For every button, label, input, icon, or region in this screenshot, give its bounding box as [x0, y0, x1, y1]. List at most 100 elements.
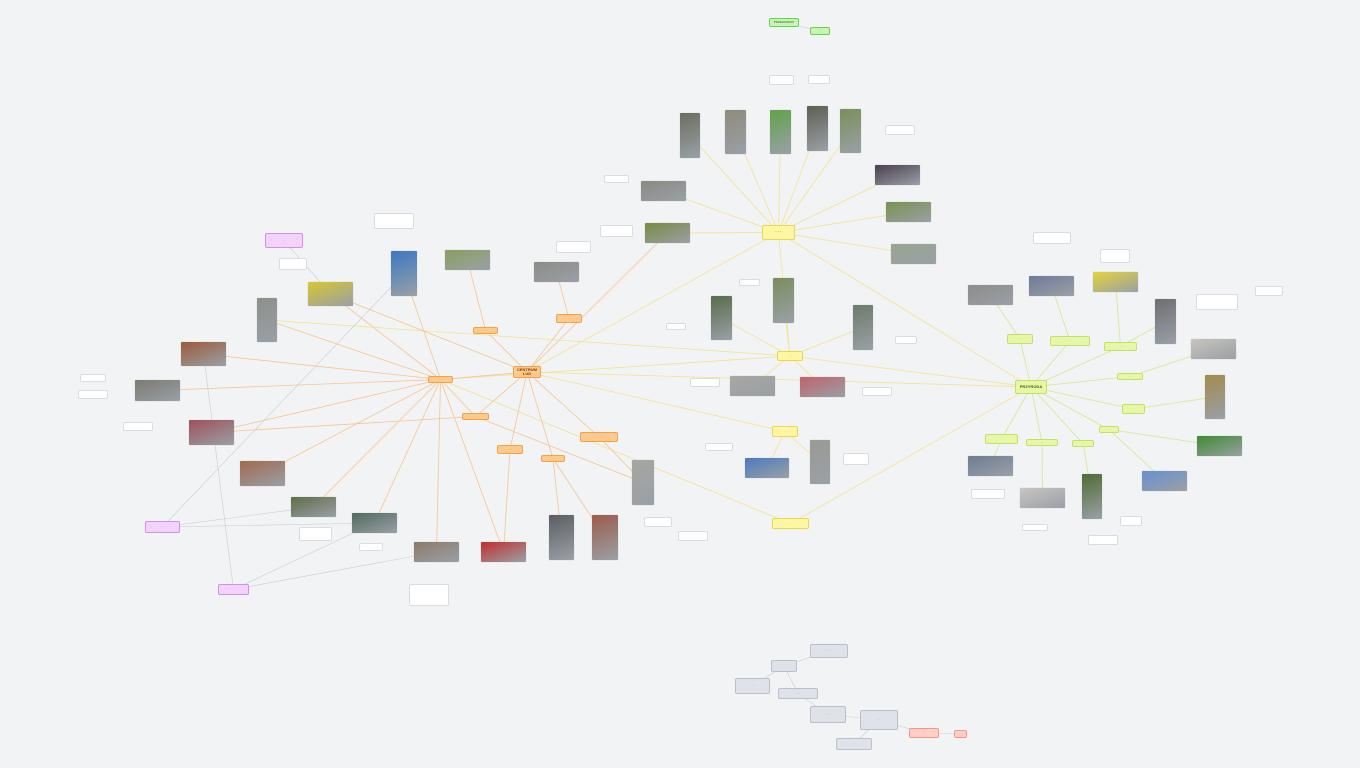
caption-note[interactable] — [1255, 286, 1283, 296]
orange-node[interactable]: · · · — [497, 445, 523, 454]
lime-node[interactable]: · · · — [1007, 334, 1033, 344]
caption-note[interactable] — [359, 543, 383, 551]
photo-card[interactable] — [1082, 474, 1102, 519]
caption-note[interactable] — [600, 225, 633, 237]
lime-node[interactable]: · · — [1072, 440, 1094, 447]
caption-note[interactable] — [769, 75, 794, 85]
photo-card[interactable] — [189, 420, 234, 445]
purple-node[interactable]: · · · — [218, 584, 249, 595]
photo-card[interactable] — [968, 285, 1013, 305]
photo-card[interactable] — [291, 497, 336, 517]
caption-note[interactable] — [123, 422, 153, 431]
gray-node[interactable]: · · · — [735, 678, 770, 694]
gray-node[interactable]: · · — [836, 738, 872, 750]
photo-card[interactable] — [968, 456, 1013, 476]
orange-node[interactable]: · · · — [541, 455, 565, 462]
red-node[interactable]: · — [954, 730, 967, 738]
photo-card[interactable] — [891, 244, 936, 264]
caption-note[interactable] — [1088, 535, 1118, 545]
photo-card[interactable] — [414, 542, 459, 562]
purple-node[interactable]: · · · — [265, 233, 303, 248]
caption-note[interactable] — [885, 125, 915, 135]
caption-note[interactable] — [971, 489, 1005, 499]
caption-note[interactable] — [299, 527, 332, 541]
orange-node[interactable]: · · · · · — [580, 432, 618, 442]
photo-card[interactable] — [840, 109, 861, 153]
caption-note[interactable] — [409, 584, 449, 606]
photo-card[interactable] — [680, 113, 700, 158]
hub-yellow-mid[interactable]: · · · — [777, 351, 803, 361]
photo-card[interactable] — [534, 262, 579, 282]
caption-note[interactable] — [862, 387, 892, 396]
caption-note[interactable] — [374, 213, 414, 229]
caption-note[interactable] — [1196, 294, 1238, 310]
caption-note[interactable] — [604, 175, 629, 183]
photo-card[interactable] — [1155, 299, 1176, 344]
photo-card[interactable] — [770, 110, 791, 154]
caption-note[interactable] — [644, 517, 672, 527]
purple-node[interactable]: · · · — [145, 521, 180, 533]
photo-card[interactable] — [1191, 339, 1236, 359]
caption-note[interactable] — [1022, 524, 1048, 531]
lime-node[interactable]: · · — [1026, 439, 1058, 446]
title-subnode[interactable]: · · — [810, 27, 830, 35]
photo-card[interactable] — [875, 165, 920, 185]
photo-card[interactable] — [730, 376, 775, 396]
lime-node[interactable]: · · · · — [1050, 336, 1090, 346]
caption-note[interactable] — [808, 75, 830, 84]
gray-node[interactable]: · · · — [810, 706, 846, 723]
gray-node[interactable]: · · · — [778, 688, 818, 699]
photo-card[interactable] — [181, 342, 226, 366]
hub-orange-mid[interactable]: · · · — [462, 413, 489, 420]
photo-card[interactable] — [641, 181, 686, 201]
orange-node[interactable]: · · · — [556, 314, 582, 323]
yellow-node[interactable]: · · · — [772, 518, 809, 529]
photo-card[interactable] — [1205, 375, 1225, 419]
photo-card[interactable] — [445, 250, 490, 270]
title-node[interactable]: PRZEWODNIK — [769, 18, 799, 27]
lime-node[interactable]: · · — [985, 434, 1018, 444]
caption-note[interactable] — [279, 258, 307, 270]
caption-note[interactable] — [690, 378, 720, 387]
photo-card[interactable] — [391, 251, 417, 296]
caption-note[interactable] — [556, 241, 591, 253]
photo-card[interactable] — [800, 377, 845, 397]
photo-card[interactable] — [481, 542, 526, 562]
photo-card[interactable] — [725, 110, 746, 154]
photo-card[interactable] — [592, 515, 618, 560]
gray-node[interactable]: · · · — [810, 644, 848, 658]
hub-orange-main[interactable]: CENTRUM LUD — [513, 366, 541, 378]
lime-node[interactable]: · — [1099, 426, 1119, 433]
caption-note[interactable] — [1033, 232, 1071, 244]
caption-note[interactable] — [678, 531, 708, 541]
photo-card[interactable] — [257, 298, 277, 342]
caption-note[interactable] — [666, 323, 686, 330]
caption-note[interactable] — [80, 374, 106, 382]
photo-card[interactable] — [745, 458, 789, 478]
gray-node[interactable]: · · — [771, 660, 797, 672]
photo-card[interactable] — [645, 223, 690, 243]
photo-card[interactable] — [352, 513, 397, 533]
photo-card[interactable] — [240, 461, 285, 486]
lime-node[interactable]: · · — [1122, 404, 1145, 414]
caption-note[interactable] — [843, 453, 869, 465]
photo-card[interactable] — [308, 282, 353, 306]
photo-card[interactable] — [549, 515, 574, 560]
hub-orange-left[interactable]: · · · — [428, 376, 453, 383]
caption-note[interactable] — [895, 336, 917, 344]
photo-card[interactable] — [135, 380, 180, 401]
caption-note[interactable] — [78, 390, 108, 399]
lime-node[interactable]: · · — [1117, 373, 1143, 380]
photo-card[interactable] — [1093, 272, 1138, 292]
caption-note[interactable] — [739, 279, 760, 286]
photo-card[interactable] — [886, 202, 931, 222]
lime-node[interactable]: · · · — [1104, 342, 1137, 351]
caption-note[interactable] — [1120, 516, 1142, 526]
red-node[interactable]: · · — [909, 728, 939, 738]
photo-card[interactable] — [853, 305, 873, 350]
hub-yellow-top[interactable]: · · · — [762, 225, 795, 240]
photo-card[interactable] — [773, 278, 794, 323]
photo-card[interactable] — [1020, 488, 1065, 508]
photo-card[interactable] — [1029, 276, 1074, 296]
gray-node[interactable]: · · · — [860, 710, 898, 730]
